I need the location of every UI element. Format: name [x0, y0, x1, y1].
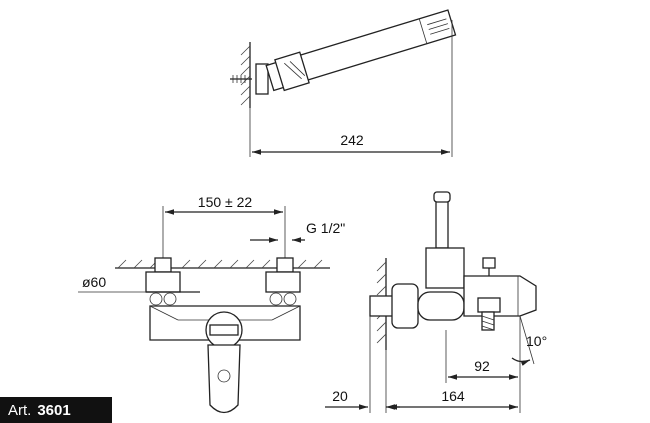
dim-spout-projection: 92	[474, 358, 490, 374]
dim-total-depth: 164	[441, 388, 465, 404]
hand-shower-view: 242	[230, 9, 457, 157]
article-label: Art. 3601	[0, 397, 112, 423]
lever-handle[interactable]	[207, 344, 241, 414]
hand-shower	[265, 9, 457, 92]
side-body	[425, 247, 465, 289]
wall-screw	[230, 75, 252, 83]
side-lever-cap[interactable]	[433, 191, 451, 203]
mixer-front-view: 150 ± 22 G 1/2"	[78, 194, 345, 414]
diverter-knob[interactable]	[482, 257, 496, 269]
mixer-side-view: 10° 92 20 164	[325, 191, 547, 413]
dim-hand-shower-length: 242	[340, 132, 364, 148]
wall-hatch-front	[117, 259, 323, 269]
article-number: 3601	[37, 401, 71, 419]
dim-center-distance: 150 ± 22	[198, 194, 253, 210]
hose-connector	[481, 311, 495, 331]
shower-bracket	[255, 63, 269, 95]
dim-thread: G 1/2"	[306, 220, 345, 236]
dim-angle: 10°	[526, 333, 547, 349]
article-prefix: Art.	[8, 401, 32, 419]
wall-hatch-top	[240, 45, 251, 106]
dim-wall-offset: 20	[332, 388, 348, 404]
eccentric-left	[145, 271, 181, 293]
eccentric-right	[265, 271, 301, 293]
side-flange	[391, 283, 419, 329]
dim-diameter: ø60	[82, 274, 106, 290]
